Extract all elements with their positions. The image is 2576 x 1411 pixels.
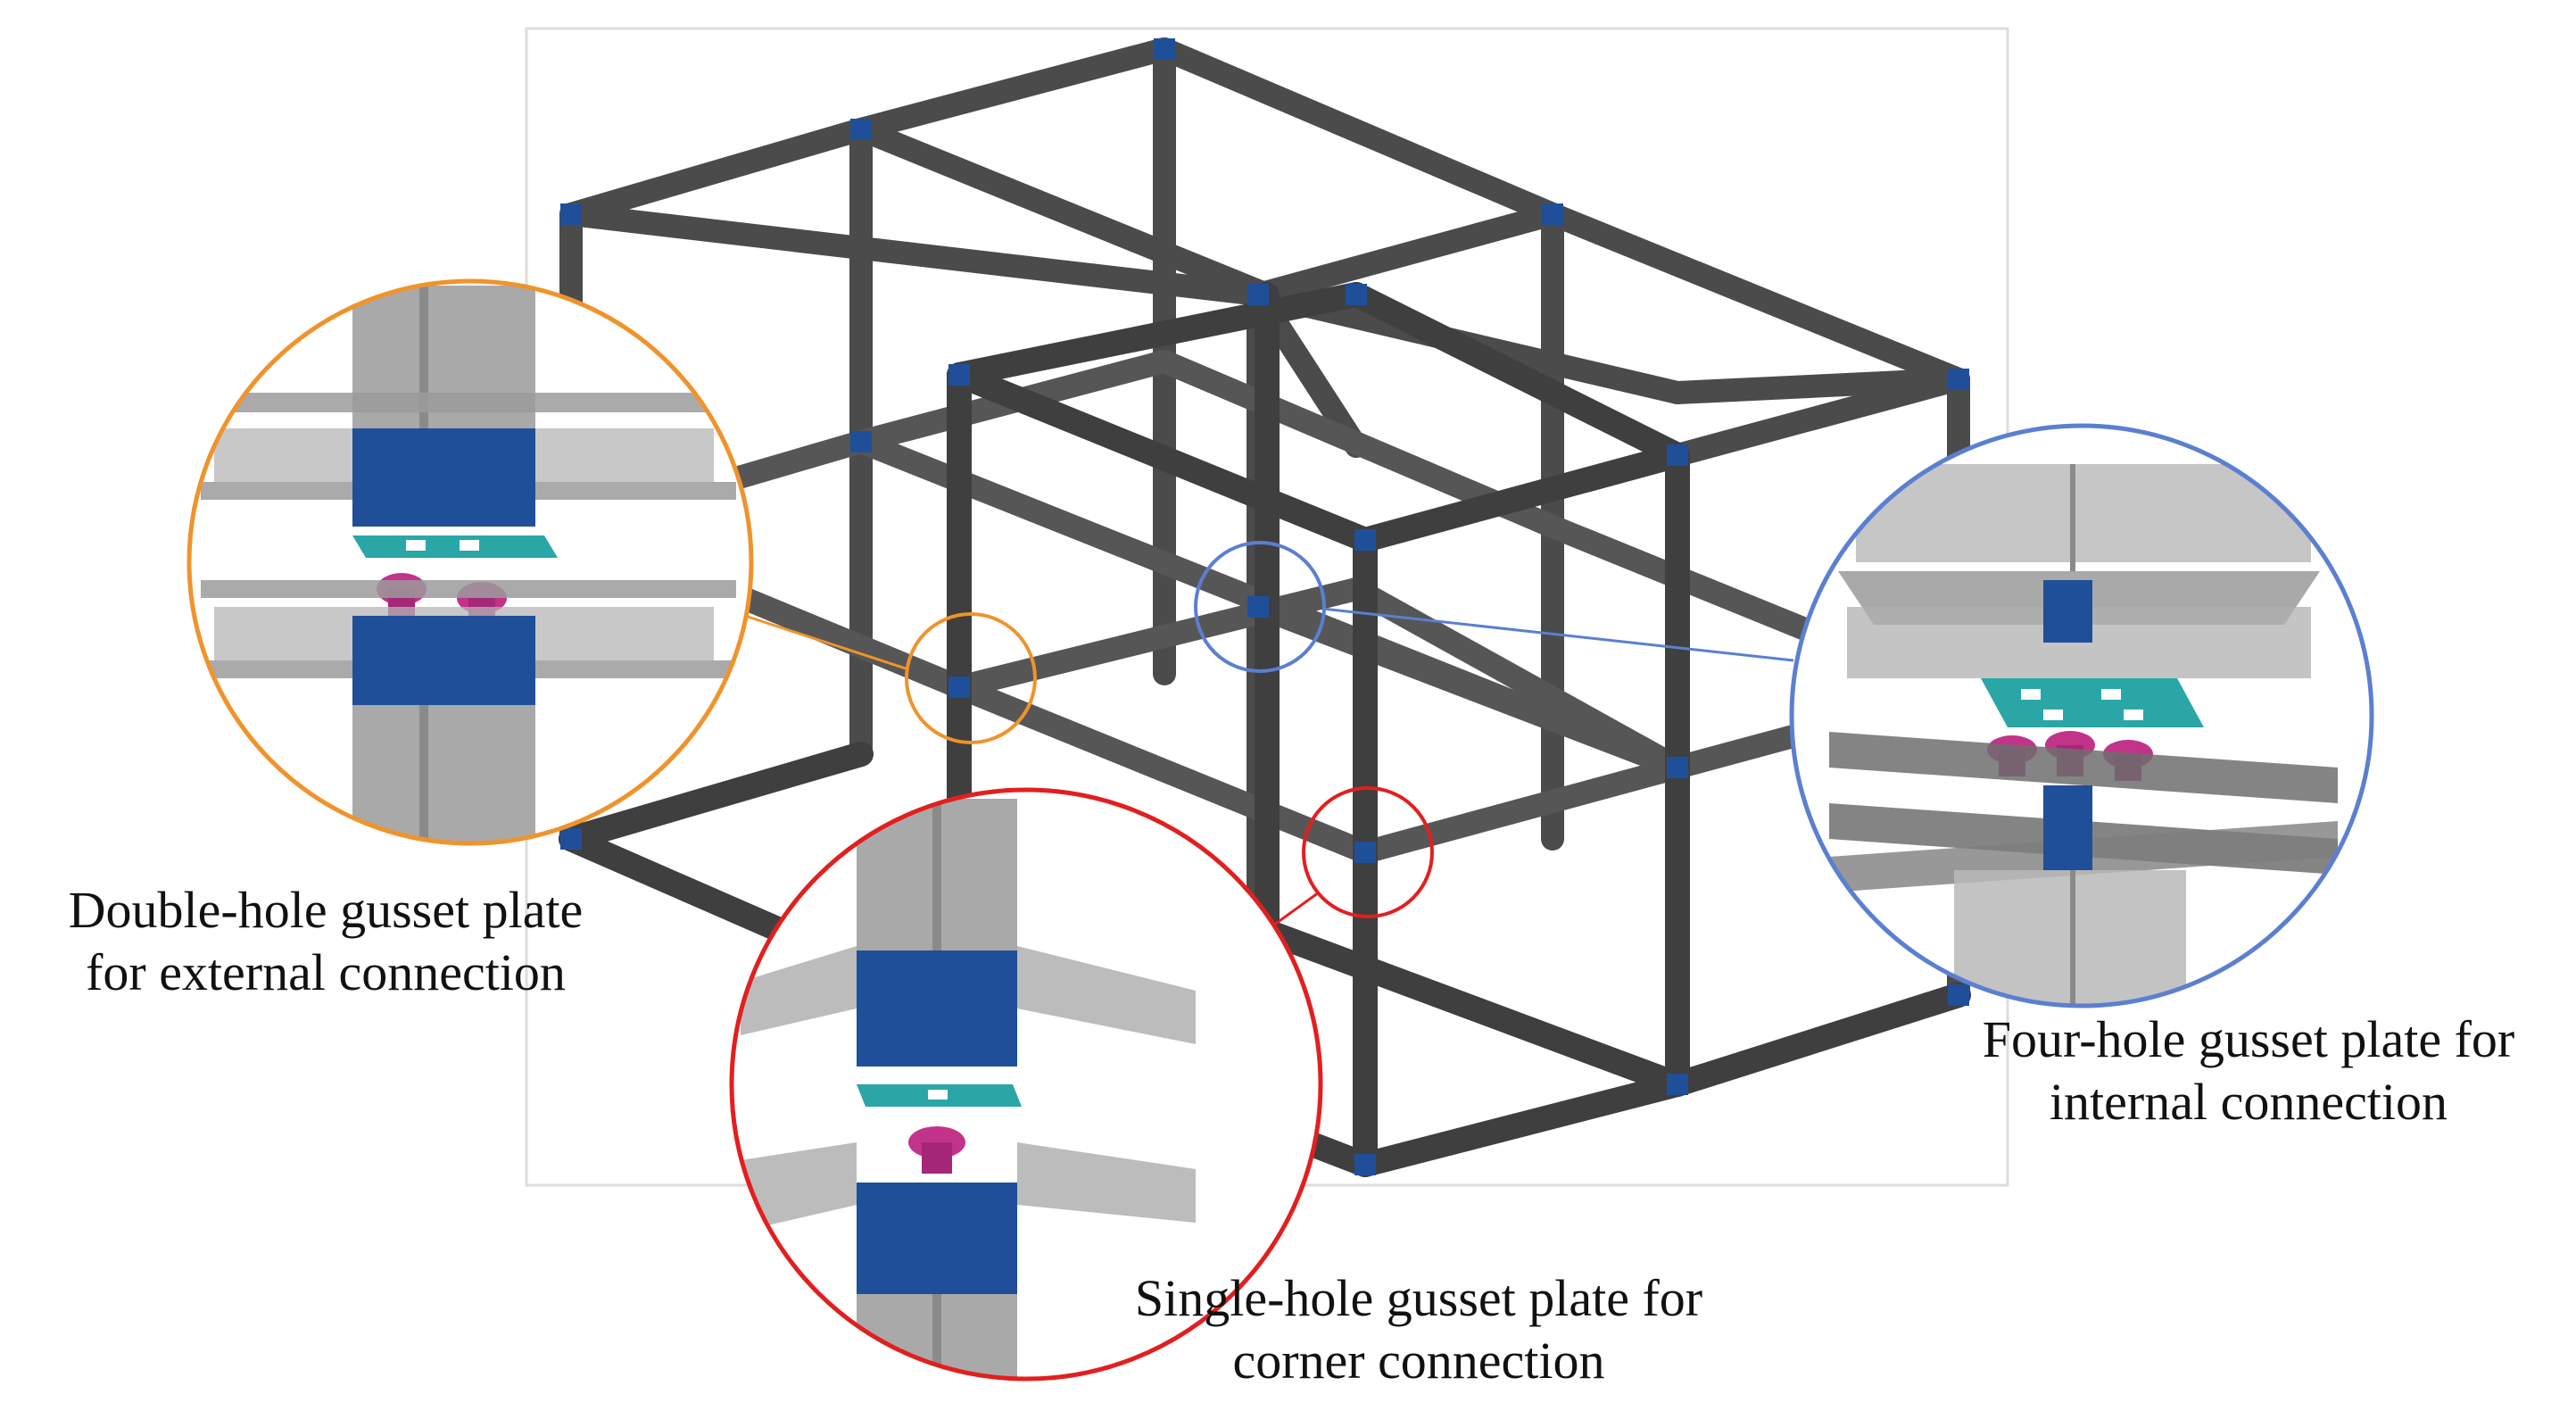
- corner-zoom-circle: [729, 787, 1323, 1382]
- internal-marker-circle: [1194, 541, 1326, 673]
- external-marker-circle: [905, 612, 1037, 744]
- corner-caption-line-2: corner connection: [1232, 1332, 1605, 1390]
- joint-blocks: [560, 38, 1969, 1175]
- internal-caption-line-1: Four-hole gusset plate for: [1982, 1010, 2515, 1068]
- external-connection-caption: Double-hole gusset plate for external co…: [18, 879, 634, 1004]
- single-hole-gusset-connection-icon: [732, 790, 1321, 1379]
- steel-frame: [559, 37, 1971, 1177]
- corner-caption-line-1: Single-hole gusset plate for: [1134, 1269, 1703, 1327]
- corner-connection-caption: Single-hole gusset plate for corner conn…: [1071, 1267, 1767, 1392]
- external-caption-line-2: for external connection: [86, 943, 566, 1001]
- external-zoom-circle: [186, 278, 754, 846]
- corner-marker-circle: [1302, 786, 1434, 918]
- double-hole-gusset-connection-icon: [189, 281, 751, 843]
- four-hole-gusset-connection-icon: [1792, 426, 2372, 1006]
- external-leader-line: [744, 614, 909, 671]
- corner-connection-callout: [729, 786, 1434, 1382]
- external-connection-callout: [186, 278, 1037, 846]
- internal-zoom-circle: [1789, 423, 2374, 1008]
- internal-connection-callout: [1194, 423, 2374, 1008]
- internal-caption-line-2: internal connection: [2049, 1073, 2448, 1131]
- internal-connection-caption: Four-hole gusset plate for internal conn…: [1936, 1008, 2561, 1133]
- internal-leader-line: [1321, 607, 1794, 662]
- external-caption-line-1: Double-hole gusset plate: [68, 881, 584, 939]
